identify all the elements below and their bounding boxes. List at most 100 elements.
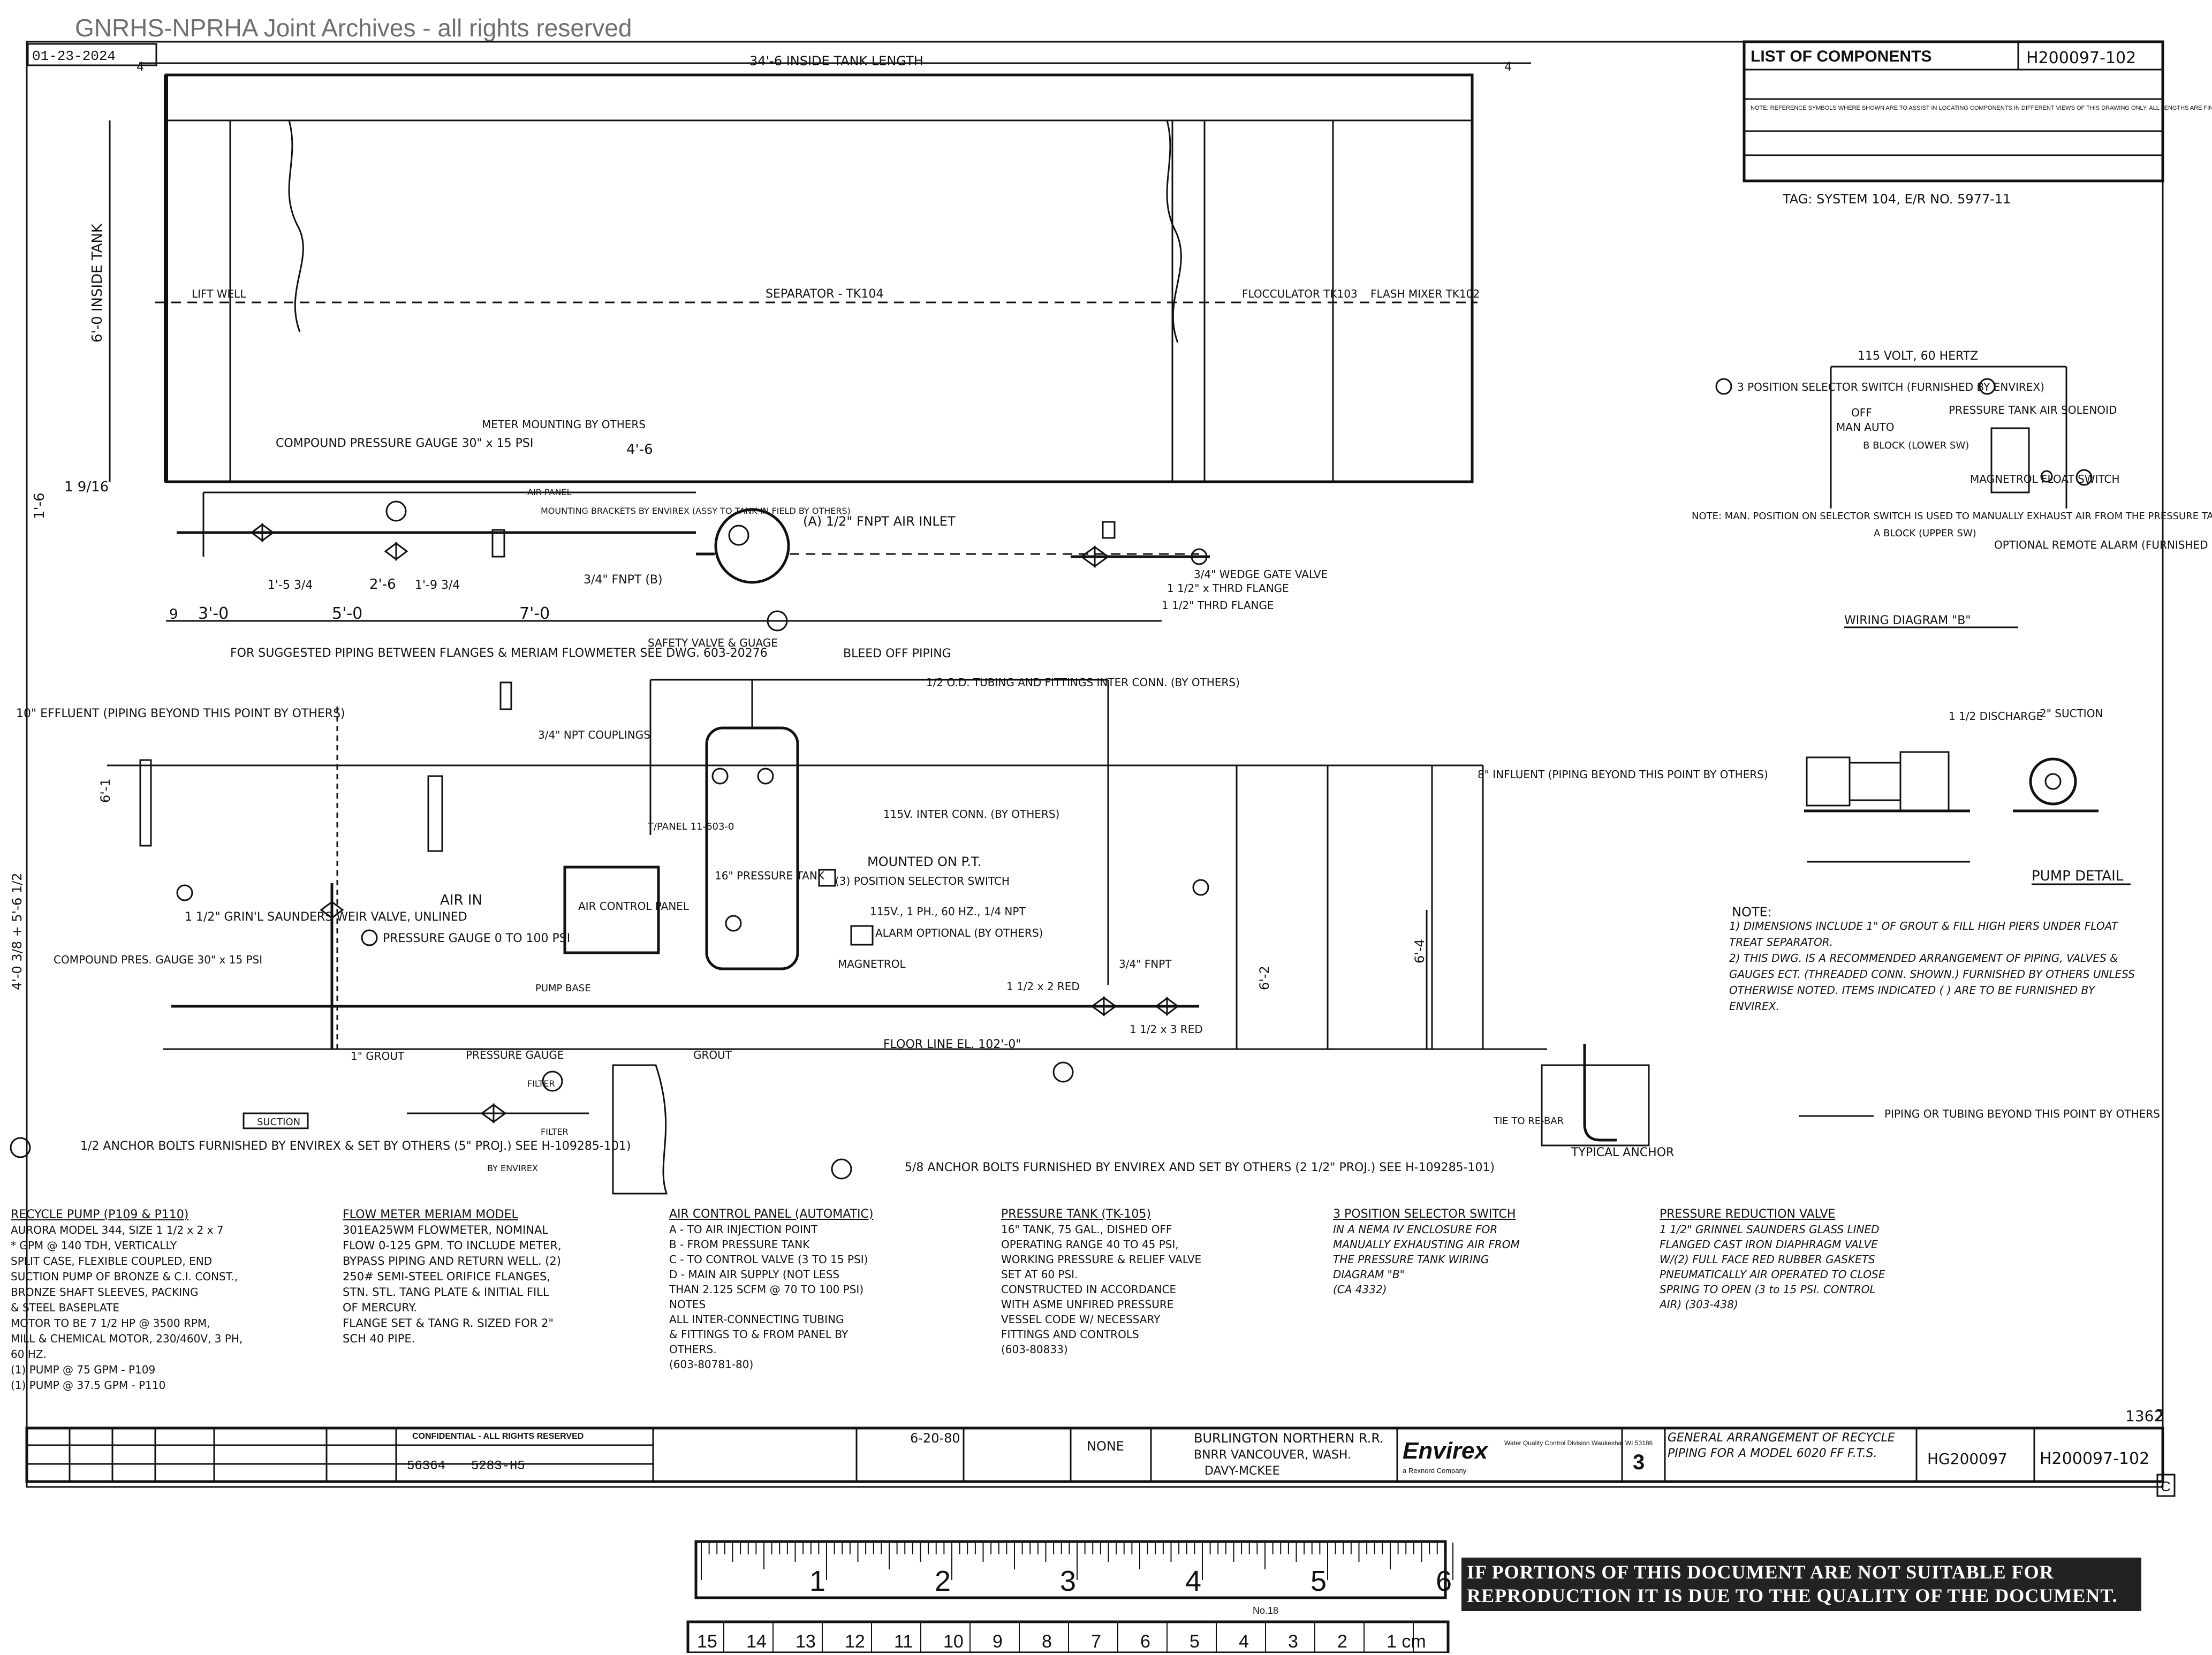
svg-text:5'-0: 5'-0 [332,604,362,623]
spec-reduction-valve: PRESSURE REDUCTION VALVE 1 1/2" GRINNEL … [1660,1208,1991,1312]
valve-icon [384,542,408,561]
spec-recycle-pump: RECYCLE PUMP (P109 & P110) AURORA MODEL … [11,1208,243,1392]
notice-text: IF PORTIONS OF THIS DOCUMENT ARE NOT SUI… [1467,1561,2118,1606]
compound-pressure-gauge-icon [385,500,407,522]
ruler-cm-label: 7 [1091,1631,1101,1652]
spec-air-panel: AIR CONTROL PANEL (AUTOMATIC) A - TO AIR… [669,1208,874,1371]
ruler-inch-label: 5 [1310,1565,1327,1597]
pressure_tank-line: (603-80833) [1001,1343,1068,1356]
ruler-cm-label: 4 [1239,1631,1249,1652]
wiring-note: NOTE: MAN. POSITION ON SELECTOR SWITCH I… [1692,511,2212,522]
wiring-pressure-solenoid: PRESSURE TANK AIR SOLENOID [1949,404,2117,416]
reduction_valve-line: W/(2) FULL FACE RED RUBBER GASKETS [1660,1253,1875,1266]
ruler-maker: No.18 [1253,1605,1278,1616]
svg-text:7'-0: 7'-0 [519,604,550,623]
recycle-line: (1) PUMP @ 37.5 GPM - P110 [11,1379,166,1392]
reproduction-notice: IF PORTIONS OF THIS DOCUMENT ARE NOT SUI… [1461,1558,2141,1611]
wiring-selector-label: 3 POSITION SELECTOR SWITCH (FURNISHED BY… [1737,381,2044,393]
recycle-line: 60 HZ. [11,1348,47,1361]
pump-detail: 1 1/2 DISCHARGE 2" SUCTION PUMP DETAIL [1804,707,2131,885]
company-sub: a Rexnord Company [1403,1467,1467,1475]
ruler-cm-label: 8 [1042,1631,1052,1652]
sheet-border [26,41,2164,1488]
callout-110-icon [1052,1061,1074,1083]
typical-anchor-label: TYPICAL ANCHOR [1571,1146,1674,1159]
wiring-optional-alarm: OPTIONAL REMOTE ALARM (FURNISHED BY OTHE… [1994,538,2212,551]
filter-valve-icon [480,1103,507,1123]
air_panel-line: D - MAIN AIR SUPPLY (NOT LESS [669,1268,840,1281]
mounting-brackets-label: MOUNTING BRACKETS BY ENVIREX (ASSY TO TA… [541,506,851,516]
flow_meter-line: 301EA25WM FLOWMETER, NOMINAL [343,1224,549,1236]
ruler-cm-label: 2 [1337,1631,1347,1652]
air_panel-line: B - FROM PRESSURE TANK [669,1238,810,1251]
recycle-line: AURORA MODEL 344, SIZE 1 1/2 x 2 x 7 [11,1224,224,1236]
air_panel-line: NOTES [669,1298,706,1311]
tb-order-no: HG200097 [1927,1450,2008,1468]
wiring-title: WIRING DIAGRAM "B" [1844,614,1971,627]
pump-end-view-icon [2029,757,2077,806]
pump-discharge-label: 1 1/2 DISCHARGE [1949,710,2043,723]
spec-air-panel-title: AIR CONTROL PANEL (AUTOMATIC) [669,1208,874,1221]
selector_switch-line: THE PRESSURE TANK WIRING [1333,1253,1489,1266]
reduction_valve-line: 1 1/2" GRINNEL SAUNDERS GLASS LINED [1660,1223,1880,1236]
selector_switch-line: IN A NEMA IV ENCLOSURE FOR [1333,1223,1498,1236]
anchor-bolts-1-label: 1/2 ANCHOR BOLTS FURNISHED BY ENVIREX & … [80,1140,631,1153]
recycle-line: MILL & CHEMICAL MOTOR, 230/460V, 3 PH, [11,1332,243,1345]
notes-title: NOTE: [1732,905,1772,920]
confidential-label: CONFIDENTIAL - ALL RIGHTS RESERVED [412,1432,584,1441]
callout-103-icon [2075,469,2093,486]
list-of-components-title: LIST OF COMPONENTS [1751,48,1931,65]
tb-num-1: 56364 [407,1459,445,1474]
ruler-inch-label: 2 [935,1565,951,1597]
influent-label: 8" INFLUENT (PIPING BEYOND THIS POINT BY… [1478,768,1768,781]
ruler-cm-label: 10 [943,1631,964,1652]
selector_switch-line: (CA 4332) [1333,1283,1387,1296]
compound-gauge-low-label: COMPOUND PRES. GAUGE 30" x 15 PSI [54,953,262,966]
anchor-bolt-icon [1583,1044,1617,1142]
recycle-line: BRONZE SHAFT SLEEVES, PACKING [11,1286,199,1299]
tb-scale: NONE [1087,1439,1124,1454]
callout-7-icon [10,1137,31,1158]
ruler-inch-label: 3 [1060,1565,1076,1597]
flow_meter-line: BYPASS PIPING AND RETURN WELL. (2) [343,1255,561,1267]
svg-text:2'-6: 2'-6 [369,576,396,593]
npt-couplings-label: 3/4" NPT COUPLINGS [538,728,650,741]
spec-pressure-tank: PRESSURE TANK (TK-105) 16" TANK, 75 GAL.… [1001,1208,1201,1356]
flow_meter-line: FLOW 0-125 GPM. TO INCLUDE METER, [343,1239,562,1252]
dim-6-2: 6'-2 [1257,966,1272,990]
air_panel-line: THAN 2.125 SCFM @ 70 TO 100 PSI) [669,1283,864,1296]
flow_meter-line: SCH 40 PIPE. [343,1332,415,1345]
air-panel-label: AIR PANEL [527,487,572,497]
callout-104-icon [1715,378,1732,395]
magnetrol-label: MAGNETROL [838,958,906,970]
wiring-b-block: B BLOCK (LOWER SW) [1863,440,1969,451]
reduction_valve-line: FLANGED CAST IRON DIAPHRAGM VALVE [1660,1238,1878,1251]
interconn-115v-label: 115V. INTER CONN. (BY OTHERS) [883,808,1059,821]
svg-text:1'-5 3/4: 1'-5 3/4 [268,579,313,592]
pressure-gauge-2-label: PRESSURE GAUGE [466,1049,564,1061]
components-block: LIST OF COMPONENTS H200097-102 NOTE: REF… [1743,40,2212,207]
svg-text:1 9/16: 1 9/16 [64,479,109,495]
reduction-valve-icon [1090,996,1117,1016]
wiring-diagram: 115 VOLT, 60 HERTZ 3 POSITION SELECTOR S… [1692,350,2212,628]
components-note: NOTE: REFERENCE SYMBOLS WHERE SHOWN ARE … [1751,105,2212,111]
wiring-supply: 115 VOLT, 60 HERTZ [1858,350,1978,363]
spec-flow-meter-lines: 301EA25WM FLOWMETER, NOMINAL FLOW 0-125 G… [343,1223,642,1347]
spec-flow-meter-title: FLOW METER MERIAM MODEL [343,1208,518,1221]
svg-text:3'-0: 3'-0 [198,604,229,623]
position-selector-label: (3) POSITION SELECTOR SWITCH [835,875,1010,887]
air_panel-line: OTHERS. [669,1343,717,1356]
svg-text:4: 4 [1504,60,1512,74]
tb-date: 6-20-80 [910,1431,960,1446]
typical-anchor-detail [1541,1064,1650,1147]
tank-wall-section-icon [612,1064,668,1195]
separator-label: SEPARATOR - TK104 [766,287,883,301]
spec-reduction-valve-lines: 1 1/2" GRINNEL SAUNDERS GLASS LINED FLANG… [1660,1222,1991,1312]
pump-casing-icon [1899,751,1950,812]
compound-gauge-top-label: COMPOUND PRESSURE GAUGE 30" x 15 PSI [276,437,533,450]
tb-location: BNRR VANCOUVER, WASH. [1194,1448,1351,1462]
flash-mixer-label: FLASH MIXER TK102 [1370,287,1480,300]
